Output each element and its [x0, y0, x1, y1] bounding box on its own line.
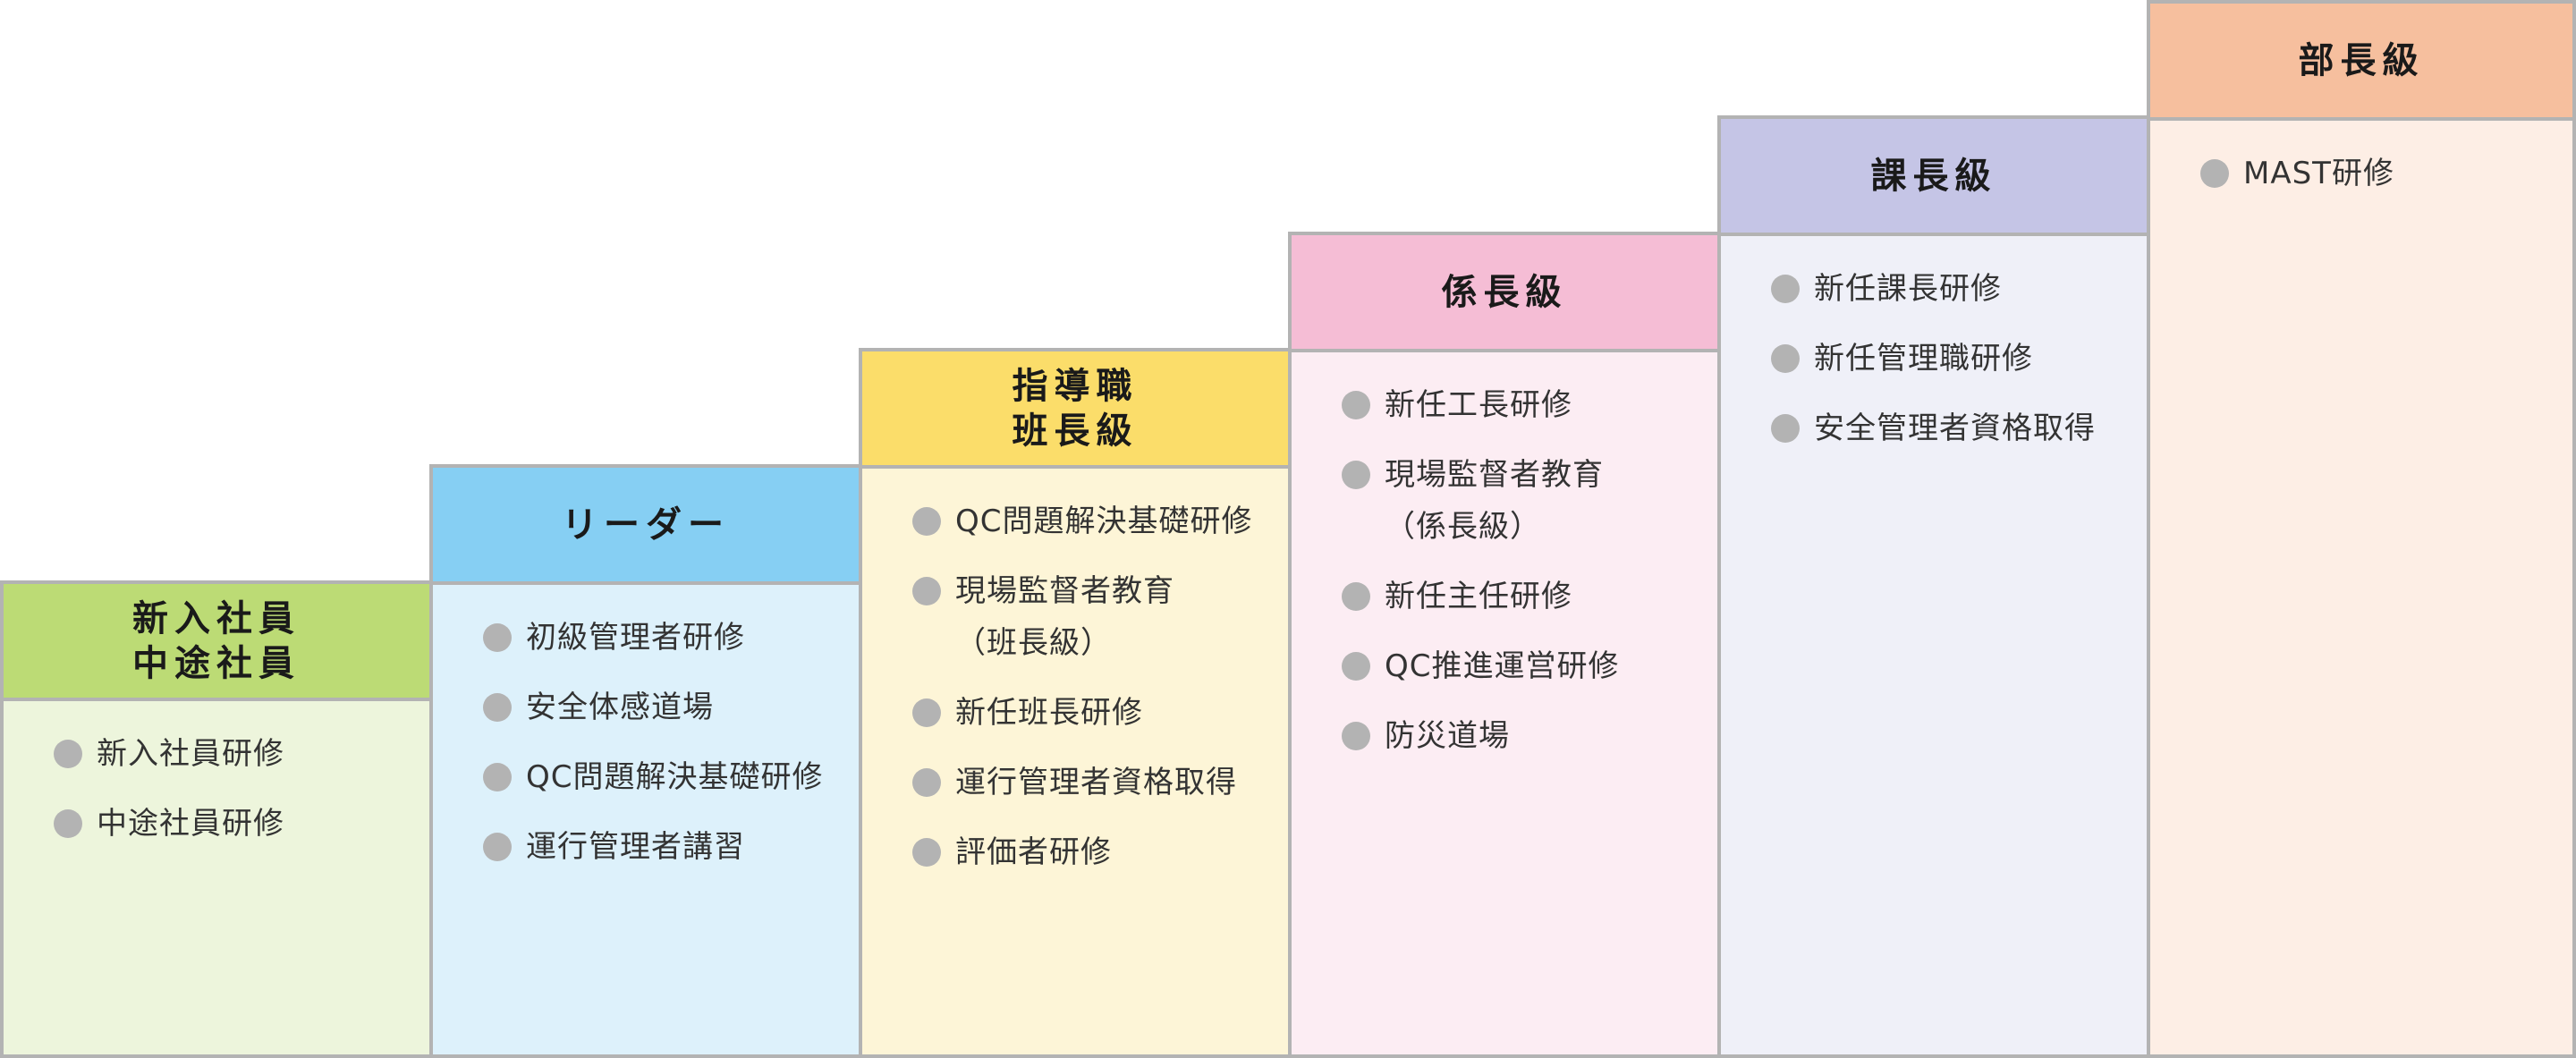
- course-list: MAST研修: [2200, 148, 2558, 199]
- course-item: 新任課長研修: [1771, 263, 2132, 315]
- step-header: 係長級: [1292, 235, 1717, 352]
- course-item: 現場監督者教育 （班長級）: [912, 565, 1274, 669]
- step-body: 初級管理者研修 安全体感道場 QC問題解決基礎研修 運行管理者講習: [433, 585, 859, 873]
- course-item: 評価者研修: [912, 826, 1274, 878]
- step-body: 新任工長研修 現場監督者教育 （係長級） 新任主任研修 QC推進運営研修 防災道…: [1292, 352, 1717, 762]
- course-list: 新任工長研修 現場監督者教育 （係長級） 新任主任研修 QC推進運営研修 防災道…: [1342, 379, 1703, 762]
- course-item: 新任主任研修: [1342, 571, 1703, 622]
- course-item: 防災道場: [1342, 710, 1703, 762]
- course-item: 新入社員研修: [54, 728, 415, 780]
- step-chief: 係長級 新任工長研修 現場監督者教育 （係長級） 新任主任研修 QC推進運営研修…: [1288, 232, 1721, 1058]
- step-department-manager: 部長級 MAST研修: [2147, 0, 2576, 1058]
- course-item: 安全体感道場: [483, 681, 844, 733]
- course-item: 初級管理者研修: [483, 612, 844, 664]
- step-body: QC問題解決基礎研修 現場監督者教育 （班長級） 新任班長研修 運行管理者資格取…: [862, 469, 1288, 878]
- course-item: MAST研修: [2200, 148, 2558, 199]
- step-header: リーダー: [433, 468, 859, 585]
- step-title: 係長級: [1441, 271, 1568, 313]
- step-header: 部長級: [2150, 4, 2572, 121]
- step-title: リーダー: [562, 504, 730, 546]
- course-item: QC問題解決基礎研修: [912, 495, 1274, 547]
- course-item: 運行管理者資格取得: [912, 757, 1274, 808]
- step-section-manager: 課長級 新任課長研修 新任管理職研修 安全管理者資格取得: [1717, 115, 2150, 1058]
- step-header: 新入社員 中途社員: [4, 584, 429, 701]
- step-title: 新入社員 中途社員: [132, 597, 301, 684]
- step-body: MAST研修: [2150, 121, 2572, 199]
- course-item: 新任班長研修: [912, 687, 1274, 739]
- step-supervisor: 指導職 班長級 QC問題解決基礎研修 現場監督者教育 （班長級） 新任班長研修 …: [859, 348, 1292, 1058]
- course-item: 新任管理職研修: [1771, 333, 2132, 385]
- course-list: 初級管理者研修 安全体感道場 QC問題解決基礎研修 運行管理者講習: [483, 612, 844, 873]
- step-body: 新任課長研修 新任管理職研修 安全管理者資格取得: [1721, 236, 2147, 454]
- course-item: QC問題解決基礎研修: [483, 751, 844, 803]
- step-leader: リーダー 初級管理者研修 安全体感道場 QC問題解決基礎研修 運行管理者講習: [429, 464, 862, 1058]
- course-list: QC問題解決基礎研修 現場監督者教育 （班長級） 新任班長研修 運行管理者資格取…: [912, 495, 1274, 878]
- course-item: 新任工長研修: [1342, 379, 1703, 431]
- step-title: 指導職 班長級: [1012, 365, 1139, 452]
- step-new-employees: 新入社員 中途社員 新入社員研修 中途社員研修: [0, 580, 433, 1058]
- course-list: 新任課長研修 新任管理職研修 安全管理者資格取得: [1771, 263, 2132, 454]
- course-item: 現場監督者教育 （係長級）: [1342, 449, 1703, 553]
- step-body: 新入社員研修 中途社員研修: [4, 701, 429, 850]
- course-item: 運行管理者講習: [483, 821, 844, 873]
- step-header: 指導職 班長級: [862, 351, 1288, 469]
- course-item: 安全管理者資格取得: [1771, 402, 2132, 454]
- step-header: 課長級: [1721, 119, 2147, 236]
- course-item: QC推進運営研修: [1342, 640, 1703, 692]
- course-item: 中途社員研修: [54, 798, 415, 850]
- step-title: 課長級: [1870, 155, 1997, 197]
- course-list: 新入社員研修 中途社員研修: [54, 728, 415, 850]
- step-title: 部長級: [2298, 39, 2425, 81]
